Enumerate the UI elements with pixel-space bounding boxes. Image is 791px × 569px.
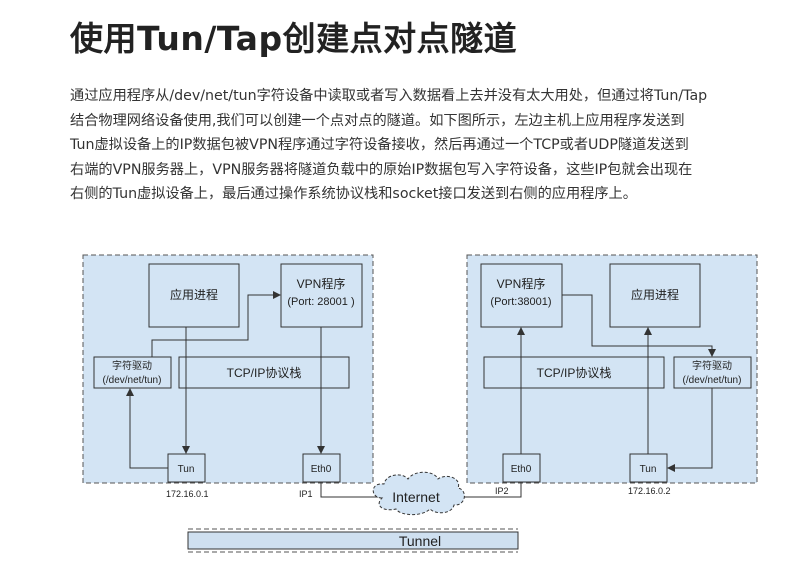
right-app-label: 应用进程 [631, 287, 679, 302]
right-vpn-port: (Port:38001) [490, 296, 551, 308]
network-link-left [320, 482, 380, 498]
left-driver-label: 字符驱动 [112, 359, 152, 372]
right-tun-label: Tun [640, 464, 657, 475]
left-arrow-driver-to-vpn [151, 291, 281, 357]
internet-label: Internet [392, 489, 440, 505]
internet-cloud-icon [372, 471, 465, 516]
right-stack-label: TCP/IP协议栈 [537, 365, 612, 380]
right-driver-box [673, 356, 752, 389]
left-vpn-box [280, 263, 363, 328]
right-driver-label: 字符驱动 [692, 359, 732, 372]
left-driver-path: (/dev/net/tun) [103, 375, 162, 386]
right-eth-ip: IP2 [495, 486, 509, 496]
left-app-label: 应用进程 [170, 287, 218, 302]
right-eth-label: Eth0 [511, 464, 532, 475]
paragraph-line: 结合物理网络设备使用,我们可以创建一个点对点的隧道。如下图所示，左边主机上应用程… [70, 112, 685, 129]
right-tun-ip: 172.16.0.2 [628, 486, 671, 496]
left-vpn-port: (Port: 28001 ) [287, 296, 354, 308]
left-app-box [148, 263, 240, 328]
left-eth-label: Eth0 [311, 464, 332, 475]
right-driver-path: (/dev/net/tun) [683, 375, 742, 386]
left-tun-box [167, 453, 206, 483]
intro-paragraph: 通过应用程序从/dev/net/tun字符设备中读取或者写入数据看上去并没有太大… [70, 84, 780, 207]
right-arrow-driver-to-tun [667, 388, 713, 472]
left-tun-label: Tun [178, 464, 195, 475]
left-eth-box [302, 453, 341, 483]
paragraph-line: 通过应用程序从/dev/net/tun字符设备中读取或者写入数据看上去并没有太大… [70, 88, 708, 104]
paragraph-line: 右端的VPN服务器上，VPN服务器将隧道负载中的原始IP数据包写入字符设备，这些… [70, 161, 693, 178]
tunnel-bar [187, 531, 519, 550]
right-arrow-vpn-to-driver [562, 294, 716, 357]
right-stack-box [483, 356, 665, 389]
left-arrow-tun-to-driver [126, 388, 168, 469]
left-eth-ip: IP1 [299, 489, 313, 499]
right-eth-box [502, 453, 541, 483]
network-link-right [462, 482, 522, 498]
right-app-box [609, 263, 701, 328]
left-tun-ip: 172.16.0.1 [166, 489, 209, 499]
paragraph-line: 右侧的Tun虚拟设备上，最后通过操作系统协议栈和socket接口发送到右侧的应用… [70, 186, 637, 203]
left-driver-box [93, 356, 172, 389]
left-vpn-label: VPN程序 [297, 276, 346, 291]
right-vpn-box [480, 263, 563, 328]
left-stack-label: TCP/IP协议栈 [227, 365, 302, 380]
page-title: 使用Tun/Tap创建点对点隧道 [70, 19, 518, 58]
tunnel-label: Tunnel [399, 533, 441, 549]
paragraph-line: Tun虚拟设备上的IP数据包被VPN程序通过字符设备接收，然后再通过一个TCP或… [70, 137, 689, 154]
right-vpn-label: VPN程序 [497, 276, 546, 291]
